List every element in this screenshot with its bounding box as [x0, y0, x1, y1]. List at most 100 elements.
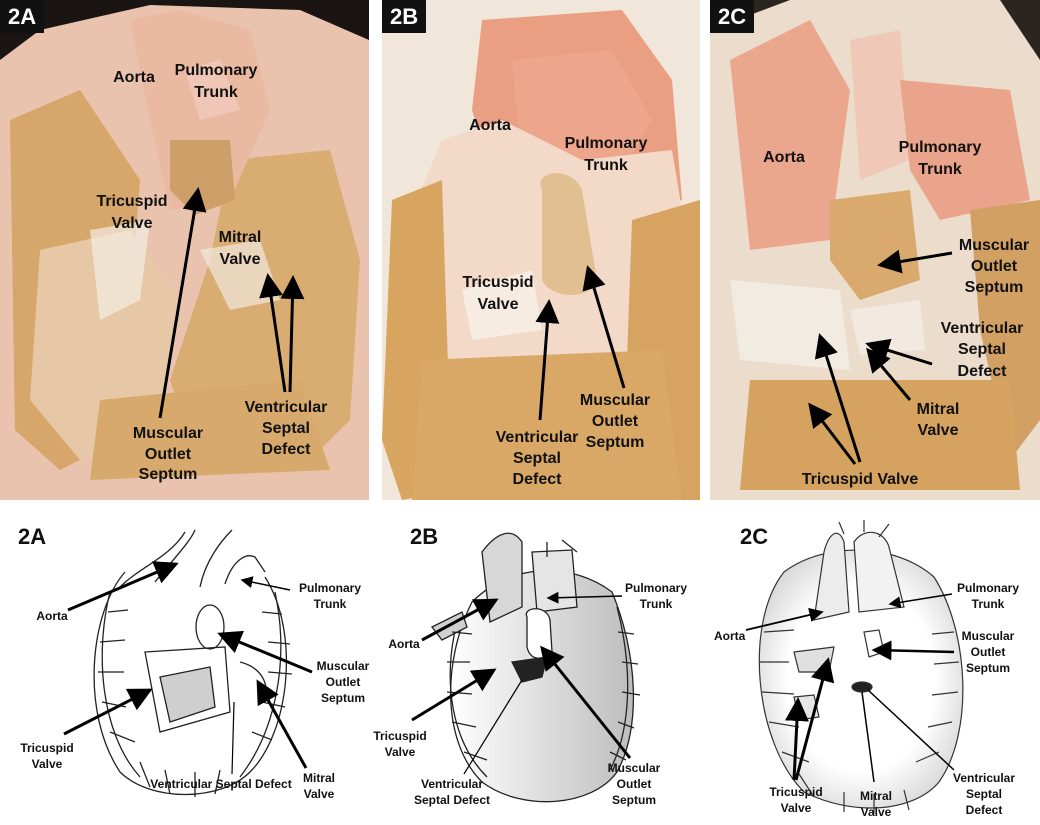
label-mos-1: Muscular [580, 392, 650, 409]
d2c-arrow-vsd [867, 689, 955, 771]
photo-2c-arrow-vsd [865, 338, 933, 366]
label-mos-3: Septum [139, 466, 198, 483]
d2c-arrow-tricuspid-1 [794, 657, 835, 781]
label-tricuspid-1: Tricuspid [373, 729, 426, 743]
label-pulmonary-1: Pulmonary [565, 135, 648, 152]
label-pulmonary-2: Trunk [314, 597, 347, 611]
label-pulmonary-2: Trunk [918, 161, 962, 178]
label-mitral-1: Mitral [219, 229, 262, 246]
label-vsd-1: Ventricular [245, 399, 328, 416]
label-mitral-2: Valve [304, 787, 335, 801]
label-vsd-1: Ventricular [421, 777, 483, 791]
photo-2b-specimen [382, 0, 700, 500]
label-aorta: Aorta [469, 117, 511, 134]
photo-2a-arrow-mos [158, 187, 207, 419]
label-mos-2: Outlet [971, 258, 1018, 275]
label-vsd-3: Defect [966, 803, 1003, 817]
d2c-arrow-mitral [861, 691, 875, 783]
label-mitral-1: Mitral [917, 401, 960, 418]
d2c-arrow-tricuspid-2 [784, 697, 809, 781]
label-aorta: Aorta [388, 637, 420, 651]
label-tricuspid-1: Tricuspid [769, 785, 822, 799]
photo-2c-arrow-mos [877, 249, 953, 274]
label-tricuspid-2: Valve [32, 757, 63, 771]
photo-2a-arrow-vsd-1 [259, 273, 287, 393]
panel-tag-2a-photo: 2A [0, 0, 45, 33]
label-mos-2: Outlet [145, 446, 192, 463]
label-tricuspid-2: Valve [478, 296, 519, 313]
drawing-panel-2b: 2B Aorta Pulmon [372, 512, 702, 825]
label-pulmonary-1: Pulmonary [299, 581, 361, 595]
label-vsd-2: Septal [262, 420, 310, 437]
photo-panel-2c: 2C Aorta Pulmonary Trunk Muscular Outlet… [710, 0, 1040, 500]
panel-tag-2b-drawing: 2B [410, 524, 439, 549]
photo-2a-arrow-vsd-2 [280, 275, 305, 393]
label-vsd-1: Ventricular [953, 771, 1015, 785]
label-aorta: Aorta [113, 69, 155, 86]
d2b-arrow-tricuspid [411, 668, 497, 722]
photo-2c-specimen [710, 0, 1040, 500]
d2b-arrow-pulmonary [546, 591, 623, 604]
d2a-arrow-mos [217, 630, 313, 674]
drawing-2a-labels: Aorta Pulmonary Trunk Muscular Outlet Se… [20, 581, 370, 801]
label-mos-1: Muscular [959, 237, 1029, 254]
d2c-arrow-aorta [745, 607, 824, 631]
d2b-arrow-aorta [421, 598, 499, 642]
photo-2c-arrow-tv-1 [814, 333, 862, 463]
label-mitral-2: Valve [220, 251, 261, 268]
label-pulmonary-1: Pulmonary [899, 139, 982, 156]
drawing-2b-heart [411, 532, 641, 803]
label-pulmonary-2: Trunk [972, 597, 1005, 611]
label-tricuspid-1: Tricuspid [96, 193, 167, 210]
d2a-arrow-pulmonary [240, 576, 291, 591]
label-tricuspid-1: Tricuspid [462, 274, 533, 291]
label-mos-2: Outlet [326, 675, 361, 689]
label-vsd-2: Septal [958, 341, 1006, 358]
drawing-panel-2a: 2A Aorta Pul [0, 512, 370, 825]
label-vsd-2: Septal Defect [414, 793, 490, 807]
label-mos-1: Muscular [317, 659, 370, 673]
label-aorta: Aorta [763, 149, 805, 166]
label-mitral-2: Valve [861, 805, 892, 819]
label-vsd-2: Septal [513, 450, 561, 467]
d2c-arrow-pulmonary [888, 593, 953, 609]
label-mitral-2: Valve [918, 422, 959, 439]
panel-tag-2b-photo: 2B [382, 0, 427, 33]
label-pulmonary-1: Pulmonary [625, 581, 687, 595]
label-mos-2: Outlet [592, 413, 639, 430]
drawing-2c-labels: Aorta Pulmonary Trunk Muscular Outlet Se… [714, 581, 1019, 819]
label-aorta: Aorta [714, 629, 746, 643]
label-vsd: Ventricular Septal Defect [150, 777, 291, 791]
label-mitral-1: Mitral [303, 771, 335, 785]
label-pulmonary-1: Pulmonary [957, 581, 1019, 595]
label-tricuspid-2: Valve [112, 215, 153, 232]
drawing-2b-labels: Aorta Pulmonary Trunk Tricuspid Valve Ve… [373, 581, 687, 807]
d2b-arrow-vsd [463, 679, 523, 775]
label-pulmonary-2: Trunk [640, 597, 673, 611]
label-aorta: Aorta [36, 609, 68, 623]
label-pulmonary-1: Pulmonary [175, 62, 258, 79]
d2a-arrow-vsd [231, 701, 235, 775]
label-tricuspid-2: Valve [385, 745, 416, 759]
d2c-arrow-mos [871, 640, 955, 661]
label-mos-2: Outlet [971, 645, 1006, 659]
photo-panel-2b: 2B Aorta Pulmonary Trunk Tricuspid Valve… [382, 0, 700, 500]
label-mos-1: Muscular [962, 629, 1015, 643]
label-mos-3: Septum [965, 279, 1024, 296]
label-mitral-1: Mitral [860, 789, 892, 803]
photo-2c-arrow-mitral [866, 347, 912, 401]
d2a-arrow-mitral [256, 679, 308, 769]
label-vsd-2: Septal [966, 787, 1002, 801]
label-pulmonary-2: Trunk [194, 84, 238, 101]
label-vsd-1: Ventricular [496, 429, 579, 446]
label-mos-1: Muscular [608, 761, 661, 775]
drawing-panel-2c: 2C Aorta Pul [704, 512, 1040, 825]
label-mos-1: Muscular [133, 425, 203, 442]
panel-tag-2c-photo: 2C [710, 0, 755, 33]
drawing-2a-heart [63, 529, 313, 797]
label-mos-3: Septum [612, 793, 656, 807]
photo-2b-labels: Aorta Pulmonary Trunk Tricuspid Valve Mu… [462, 117, 650, 488]
photo-2c-arrow-tv-2 [808, 402, 857, 465]
label-pulmonary-2: Trunk [584, 157, 628, 174]
photo-2a-specimen [0, 0, 369, 500]
